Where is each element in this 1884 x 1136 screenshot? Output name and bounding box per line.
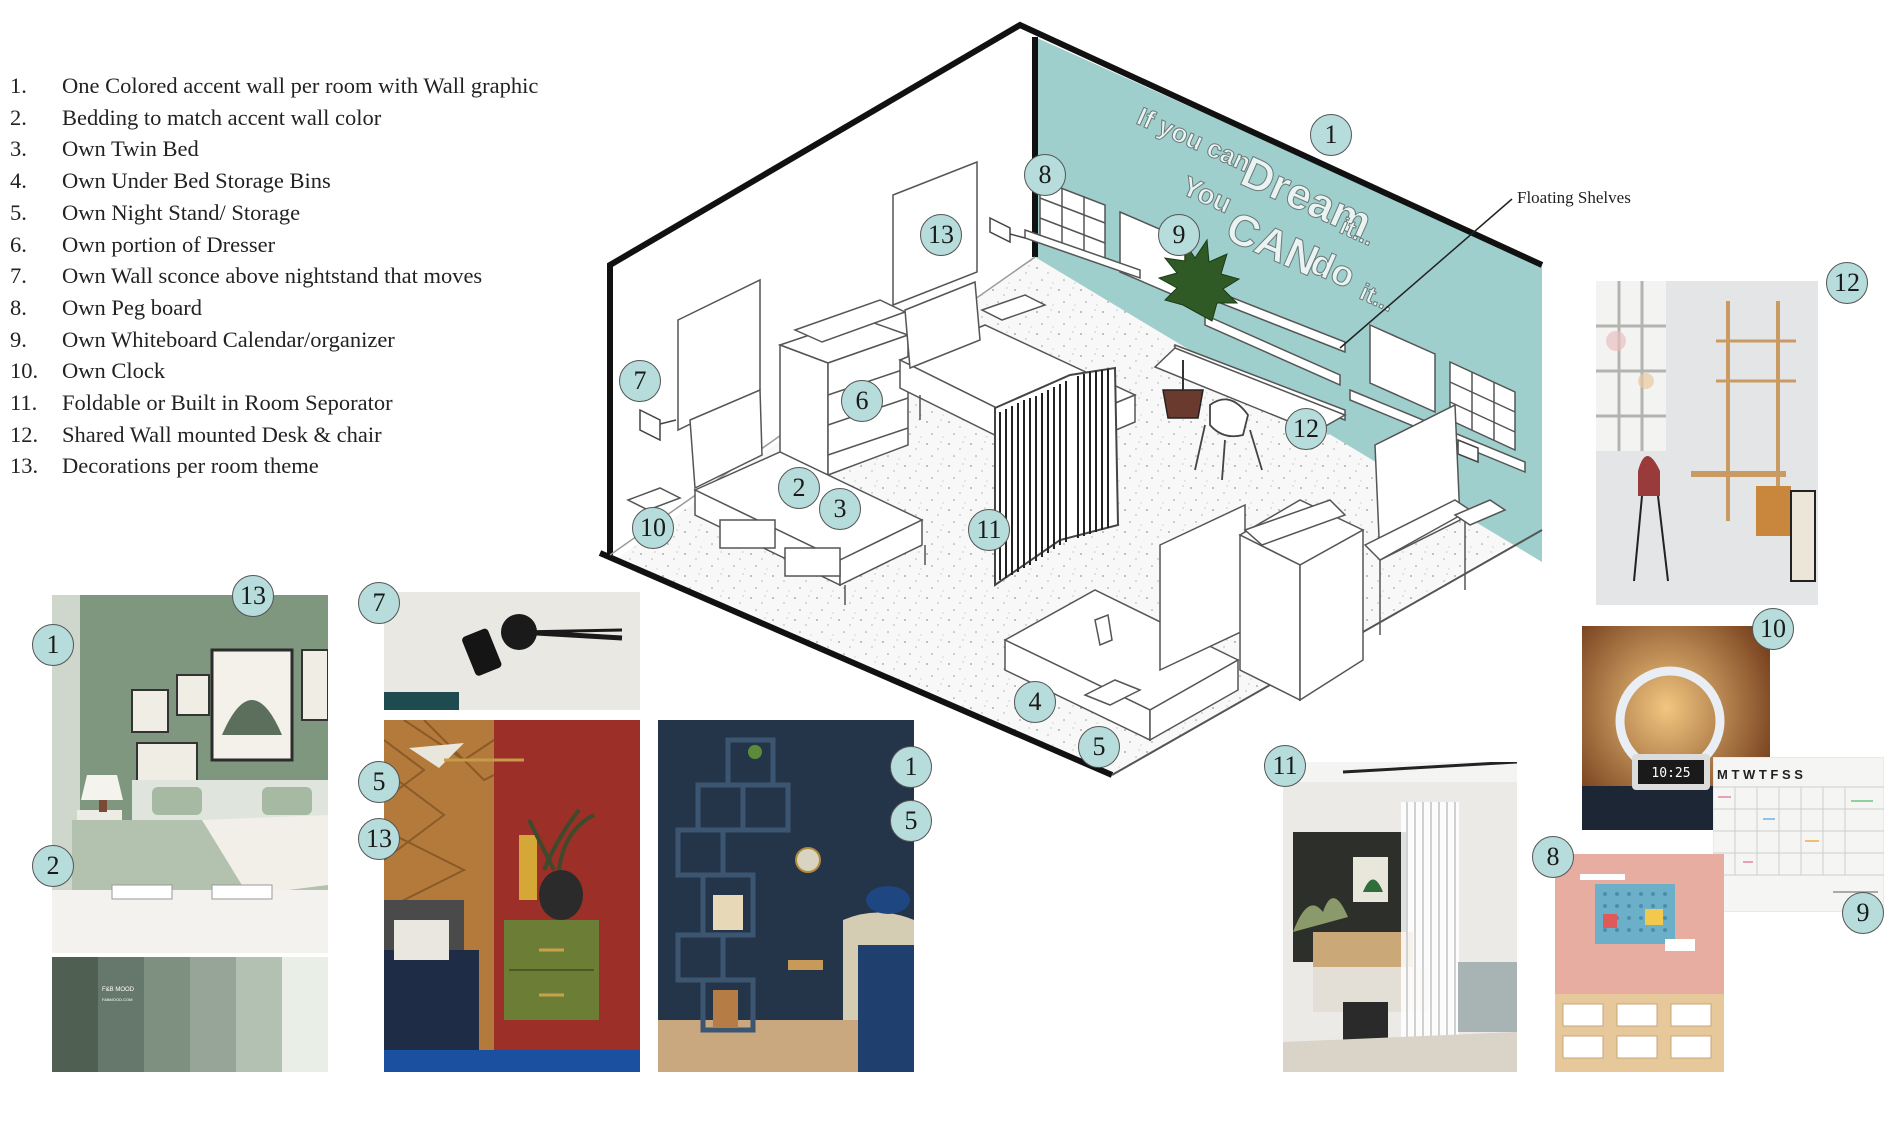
label-leader-line (1339, 198, 1513, 349)
pegboard (1449, 360, 1516, 452)
twin-bed (1363, 403, 1472, 635)
marker-badge: 13 (232, 575, 274, 617)
features-list-item: 2.Bedding to match accent wall color (10, 104, 382, 130)
features-list-item: 4.Own Under Bed Storage Bins (10, 168, 331, 194)
marker-badge: 5 (890, 800, 932, 842)
nightstand (1453, 499, 1507, 526)
marker-badge: 8 (1532, 836, 1574, 878)
features-list-item: 7.Own Wall sconce above nightstand that … (10, 263, 483, 289)
features-list-item: 12.Shared Wall mounted Desk & chair (10, 421, 382, 447)
marker-badge: 7 (358, 582, 400, 624)
features-list-item: 3.Own Twin Bed (10, 136, 199, 162)
twin-bed (1003, 503, 1246, 742)
wall-outline (598, 21, 1544, 778)
wall-sconce (639, 216, 1479, 464)
marker-badge: 13 (920, 214, 962, 256)
color-swatch (190, 957, 236, 1072)
potted-plant (1157, 238, 1241, 419)
features-list-item: 5.Own Night Stand/ Storage (10, 199, 301, 225)
marker-badge: 12 (1826, 262, 1868, 304)
marker-badge: 9 (1842, 892, 1884, 934)
desk-chair (1194, 398, 1263, 481)
color-swatch (236, 957, 282, 1072)
color-swatch (144, 957, 190, 1072)
marker-badge: 6 (841, 380, 883, 422)
marker-badge: 2 (32, 845, 74, 887)
calendar-photo: M T W T F S S (1713, 757, 1884, 912)
whiteboard (1369, 323, 1436, 414)
features-list-item: 13.Decorations per room theme (10, 453, 319, 479)
navy-bedroom-photo (658, 720, 914, 1072)
marker-badge: 11 (968, 509, 1010, 551)
color-swatch-strip: F&B MOOD FABMOOD.COM (52, 957, 328, 1072)
room-divider-photo (1283, 762, 1517, 1072)
marker-badge: 8 (1024, 154, 1066, 196)
floating-shelves-label: Floating Shelves (1517, 188, 1631, 207)
features-list-item: 10.Own Clock (10, 358, 166, 384)
color-swatch (282, 957, 328, 1072)
features-list-item: 1.One Colored accent wall per room with … (10, 73, 539, 98)
nightstand (626, 487, 682, 511)
features-list: 1.One Colored accent wall per room with … (10, 70, 538, 482)
marker-badge: 1 (890, 746, 932, 788)
marker-badge: 9 (1158, 214, 1200, 256)
marker-badge: 1 (1310, 114, 1352, 156)
marker-badge: 7 (619, 360, 661, 402)
color-swatch (52, 957, 98, 1072)
dresser (777, 299, 911, 477)
marker-badge: 13 (358, 818, 400, 860)
features-list-item: 8.Own Peg board (10, 294, 202, 320)
marker-badge: 10 (632, 507, 674, 549)
marker-badge: 10 (1752, 608, 1794, 650)
wall-sconce-photo (384, 592, 640, 710)
marker-badge: 5 (1078, 726, 1120, 768)
wall-desk-photo (1596, 281, 1818, 605)
red-bedroom-photo (384, 720, 640, 1072)
nightstand (980, 294, 1047, 321)
nightstand (1083, 679, 1142, 706)
marker-badge: 4 (1014, 681, 1056, 723)
marker-badge: 2 (778, 467, 820, 509)
sage-bedroom-photo (52, 595, 328, 953)
color-swatch: F&B MOOD FABMOOD.COM (98, 957, 144, 1072)
marker-badge: 12 (1285, 408, 1327, 450)
features-list-item: 6.Own portion of Dresser (10, 231, 276, 257)
features-list-item: 11.Foldable or Built in Room Seporator (10, 390, 393, 416)
swatch-brand: F&B MOOD (102, 987, 135, 993)
marker-badge: 1 (32, 624, 74, 666)
marker-badge: 3 (819, 488, 861, 530)
pegboard-photo (1555, 854, 1724, 1072)
swatch-url: FABMOOD.COM (102, 997, 133, 1002)
dresser (1238, 499, 1365, 702)
clock-display: 10:25 (1651, 766, 1690, 781)
room-separator (994, 366, 1120, 587)
marker-badge: 11 (1264, 745, 1306, 787)
calendar-days: M T W T F S S (1717, 767, 1803, 782)
marker-badge: 5 (358, 761, 400, 803)
features-list-item: 9.Own Whiteboard Calendar/organizer (10, 326, 395, 352)
